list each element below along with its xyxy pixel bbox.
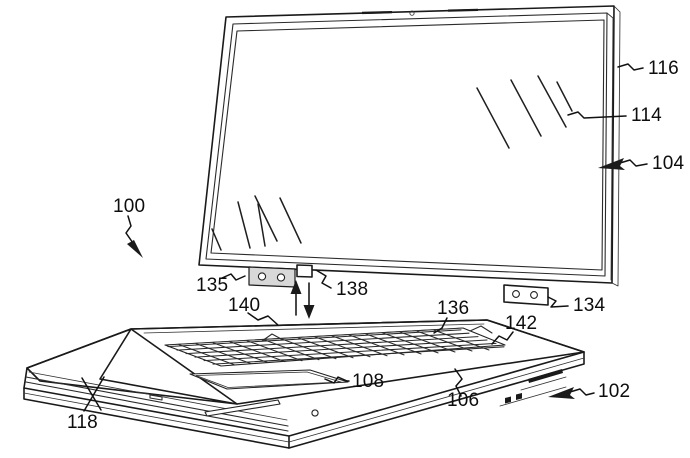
top-bezel-mark-left [362, 11, 392, 15]
callout-label-102: 102 [598, 381, 630, 402]
arrow-up-icon [290, 280, 302, 294]
callout-label-142: 142 [505, 313, 537, 334]
callout-134: 134 [547, 295, 606, 316]
display-housing-outer [198, 5, 615, 284]
port-seam [520, 376, 567, 391]
motion-arrows [290, 280, 315, 319]
callout-label-100: 100 [113, 196, 145, 217]
rear-seam-details [261, 325, 493, 342]
hinge-assembly [248, 264, 549, 319]
callout-label-106: 106 [447, 390, 479, 411]
callout-136: 136 [433, 298, 469, 334]
callout-label-136: 136 [437, 298, 469, 319]
callout-label-104: 104 [652, 153, 685, 174]
port-1 [505, 396, 511, 404]
rear-bump-right [469, 325, 493, 334]
hinge-bracket-right [503, 284, 549, 306]
front-bevel-2 [25, 381, 289, 432]
callout-label-134: 134 [573, 295, 606, 316]
callout-118: 118 [67, 376, 105, 433]
rear-bump-left [261, 333, 284, 342]
display-bezel-inner [205, 12, 608, 277]
callout-140: 140 [228, 295, 279, 326]
callout-label-118: 118 [67, 412, 98, 433]
display-housing [198, 5, 621, 287]
callout-100: 100 [113, 196, 145, 258]
callout-label-114: 114 [631, 105, 662, 126]
callout-label-140: 140 [228, 295, 260, 316]
display-right-edge-band [611, 5, 621, 287]
hinge-hole-left-1 [257, 272, 267, 281]
palm-rest-seam [143, 323, 485, 334]
callout-104-arrow [598, 158, 625, 170]
display-right-edge-band2 [606, 12, 614, 281]
hinge-hole-right-1 [512, 290, 520, 298]
callout-label-108: 108 [352, 371, 384, 392]
keyboard-top-seam [164, 327, 464, 346]
optical-drive-slot [204, 399, 281, 417]
callout-label-135: 135 [196, 275, 228, 296]
callout-label-116: 116 [648, 58, 679, 79]
callout-102-arrow [548, 387, 575, 399]
keyboard [164, 327, 506, 367]
side-ports [499, 369, 567, 407]
callout-104: 104 [598, 153, 685, 174]
screen-reflection-lower-left [211, 195, 302, 251]
callout-label-138: 138 [336, 279, 368, 300]
display-screen-glass [210, 19, 605, 271]
callout-106: 106 [447, 368, 479, 411]
front-latch-notch [149, 394, 163, 401]
callout-138: 138 [315, 269, 368, 300]
side-edge-seam [499, 386, 567, 407]
base-right-thickness [288, 351, 585, 449]
callout-135: 135 [196, 273, 246, 296]
callout-108: 108 [324, 371, 384, 392]
callout-116: 116 [617, 58, 679, 79]
infrared-port-icon [311, 409, 319, 417]
hinge-bracket-left [248, 266, 296, 288]
camera-icon [409, 10, 415, 16]
top-bezel-mark-right [448, 8, 478, 12]
latch-tab [296, 264, 313, 278]
base-edge-highlight [23, 357, 585, 443]
hinge-hole-left-2 [276, 273, 286, 282]
trackpad-inner [195, 371, 342, 388]
callout-102: 102 [548, 381, 630, 402]
callout-100-arrow [127, 240, 143, 258]
port-2 [516, 393, 522, 400]
hinge-hole-right-2 [530, 291, 538, 299]
callout-114: 114 [567, 105, 662, 126]
arrow-down-icon [303, 305, 315, 319]
screen-reflection-upper-right [476, 75, 573, 149]
port-3 [528, 369, 563, 383]
callout-142: 142 [491, 313, 537, 345]
front-bevel-1 [25, 376, 289, 427]
